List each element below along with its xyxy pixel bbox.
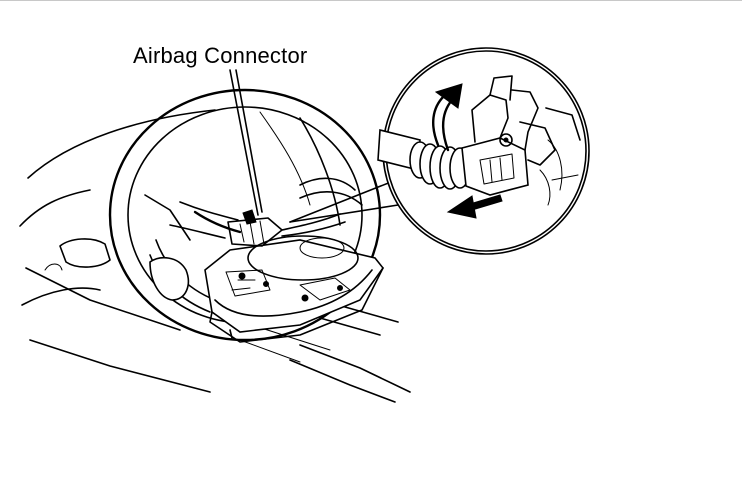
airbag-module-icon (204, 235, 385, 343)
wiring-harness-icon (169, 201, 346, 247)
lift-arrow-icon (432, 83, 463, 152)
magnifier-pointer-lines (289, 179, 399, 223)
airbag-connector-label: Airbag Connector (133, 43, 308, 68)
pull-arrow-icon (446, 194, 503, 219)
corrugated-sleeve-icon (409, 141, 471, 190)
connector-detail-magnifier-icon (377, 47, 590, 255)
top-divider (0, 0, 742, 1)
dashboard-outline (19, 109, 411, 403)
callout-leader-lines (229, 69, 263, 216)
